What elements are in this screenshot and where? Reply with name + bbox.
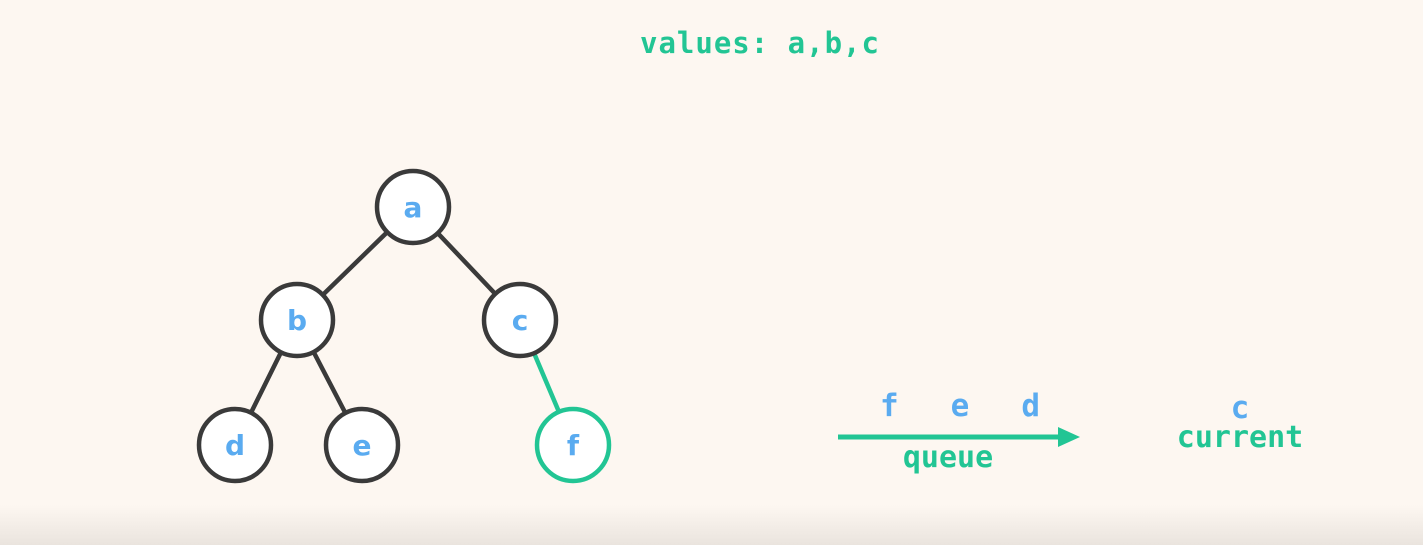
node-circle bbox=[258, 281, 336, 359]
queue-item: d bbox=[1021, 388, 1040, 424]
current-label: current bbox=[1176, 420, 1304, 455]
queue-arrow-icon bbox=[838, 427, 1080, 447]
tree-node-e: e bbox=[323, 406, 401, 484]
queue-arrow-head bbox=[1058, 427, 1080, 447]
queue-item: e bbox=[950, 388, 970, 424]
node-circle bbox=[323, 406, 401, 484]
node-circle bbox=[481, 281, 559, 359]
node-circle bbox=[374, 168, 452, 246]
node-label: d bbox=[225, 429, 245, 462]
node-label: b bbox=[287, 304, 307, 337]
tree-node-a: a bbox=[374, 168, 452, 246]
node-circle bbox=[196, 406, 274, 484]
values-output: values: a,b,c bbox=[640, 26, 880, 60]
queue-label: queue bbox=[902, 440, 994, 475]
tree-node-c: c bbox=[481, 281, 559, 359]
node-label: f bbox=[567, 429, 580, 462]
tree-node-f: f bbox=[534, 406, 612, 484]
queue-items: f e d bbox=[880, 388, 1040, 424]
tree-node-d: d bbox=[196, 406, 274, 484]
node-label: a bbox=[404, 191, 423, 224]
node-label: c bbox=[512, 304, 529, 337]
bottom-shade bbox=[0, 505, 1423, 545]
current-value: c bbox=[1230, 390, 1250, 426]
binary-tree: a b c d e f bbox=[196, 168, 612, 484]
node-circle bbox=[534, 406, 612, 484]
node-label: e bbox=[353, 429, 372, 462]
tree-node-b: b bbox=[258, 281, 336, 359]
queue-item: f bbox=[880, 388, 899, 424]
tree-nodes: a b c d e f bbox=[196, 168, 612, 484]
